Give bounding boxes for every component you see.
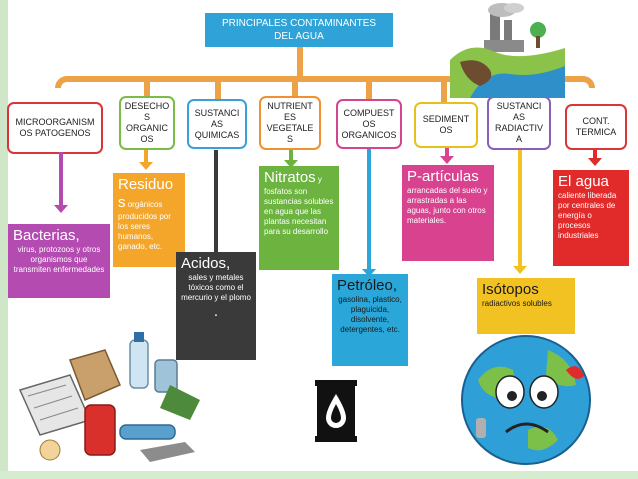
- desc-text: virus, protozoos y otros organismos que …: [13, 245, 105, 274]
- desc-heading: El agua: [558, 173, 609, 190]
- category-label-line: ES: [283, 112, 296, 122]
- category-label-line: AS: [210, 118, 223, 129]
- arrow-down-icon: [440, 148, 454, 164]
- desc-heading-continuation: s: [118, 194, 126, 211]
- oil-barrel-icon: [315, 380, 357, 442]
- category-label-line: OS: [140, 134, 154, 144]
- arrow-down-icon: [284, 150, 298, 168]
- category-label-line: OS: [439, 125, 453, 135]
- arrow-down-icon: [139, 150, 153, 170]
- connector-stub: [292, 82, 298, 96]
- category-label-line: ORGANICOS: [341, 129, 397, 140]
- category-label-line: COMPUEST: [343, 107, 395, 118]
- title-line-1: PRINCIPALES CONTAMINANTES: [221, 18, 377, 29]
- category-label-line: OS: [362, 118, 376, 129]
- desc-agua: El agua caliente liberada por centrales …: [553, 170, 629, 266]
- polluted-coast-illustration: [450, 0, 565, 98]
- desc-isotopos: Isótopos radiactivos solubles: [477, 278, 575, 334]
- diagram-title: PRINCIPALES CONTAMINANTES DEL AGUA: [205, 13, 393, 47]
- category-label-line: QUIMICAS: [194, 129, 240, 140]
- desc-acidos: Acidos, sales y metales tóxicos como el …: [176, 252, 256, 360]
- category-label-line: A: [515, 134, 522, 144]
- desc-text: fosfatos son sustancias solubles en agua…: [264, 187, 334, 236]
- desc-text: radiactivos solubles: [482, 299, 552, 308]
- connector-trunk: [297, 47, 303, 79]
- category-label-line: S: [143, 112, 150, 122]
- category-contaminacion-termica: CONT. TERMICA: [565, 104, 627, 150]
- desc-nitratos: Nitratos y fosfatos son sustancias solub…: [259, 166, 339, 270]
- desc-text: gasolina, plastico, plaguicida, disolven…: [338, 295, 402, 334]
- category-desechos-organicos: DESECHO S ORGANIC OS: [119, 96, 175, 150]
- desc-text: orgánicos producidos por los seres human…: [118, 200, 171, 251]
- sad-earth-illustration: [461, 335, 591, 465]
- garbage-pile-illustration: [18, 332, 200, 462]
- category-label-line: S: [286, 134, 293, 144]
- desc-residuos: Residuo s orgánicos producidos por los s…: [113, 173, 185, 267]
- category-label-line: AS: [512, 112, 525, 122]
- connector-stub: [215, 82, 221, 100]
- desc-period: .: [213, 303, 219, 320]
- category-label-line: TERMICA: [575, 127, 617, 137]
- connector-stub: [144, 82, 150, 98]
- arrow-down-icon: [513, 150, 527, 274]
- category-label-line: RADIACTIV: [494, 123, 543, 133]
- desc-text: caliente liberada por centrales de energ…: [558, 191, 617, 240]
- desc-heading: Isótopos: [482, 281, 539, 298]
- connector-stub: [366, 82, 372, 100]
- connector-bracket: [55, 76, 595, 88]
- category-microorganismos: MICROORGANISM OS PATOGENOS: [7, 102, 103, 154]
- desc-heading: Bacterias,: [13, 227, 80, 244]
- desc-heading: Nitratos: [264, 169, 316, 186]
- category-compuestos-organicos: COMPUEST OS ORGANICOS: [336, 99, 402, 149]
- category-sustancias-quimicas: SUSTANCI AS QUIMICAS: [187, 99, 247, 149]
- category-nutrientes-vegetales: NUTRIENT ES VEGETALE S: [259, 96, 321, 150]
- arrow-down-icon: [209, 150, 223, 260]
- category-label-line: VEGETALE: [266, 123, 314, 133]
- arrow-down-icon: [362, 149, 376, 277]
- desc-heading: Petróleo,: [337, 277, 398, 294]
- category-label-line: SEDIMENT: [422, 114, 470, 124]
- desc-particulas: P-artículas arrancadas del suelo y arras…: [402, 165, 494, 261]
- desc-heading: P-artículas: [407, 168, 479, 185]
- desc-text: arrancadas del suelo y arrastradas a las…: [407, 186, 488, 225]
- desc-heading: Acidos,: [181, 255, 231, 272]
- desc-text: sales y metales tóxicos como el mercurio…: [181, 273, 251, 302]
- category-label-line: ORGANIC: [125, 123, 168, 133]
- decorative-border-bottom: [0, 471, 638, 479]
- category-label-line: MICROORGANISM: [15, 117, 95, 127]
- category-label-line: SUSTANCI: [496, 101, 542, 111]
- desc-heading: Residuo: [118, 176, 174, 193]
- category-label-line: NUTRIENT: [267, 101, 313, 111]
- category-label-line: DESECHO: [124, 101, 170, 111]
- decorative-border-left: [0, 0, 8, 479]
- category-sedimentos: SEDIMENT OS: [414, 102, 478, 148]
- category-sustancias-radiactivas: SUSTANCI AS RADIACTIV A: [487, 96, 551, 150]
- category-label-line: SUSTANCI: [194, 107, 240, 118]
- desc-bacterias: Bacterias, virus, protozoos y otros orga…: [8, 224, 110, 298]
- category-label-line: OS PATOGENOS: [19, 128, 91, 138]
- category-label-line: CONT.: [582, 116, 610, 126]
- connector-stub: [441, 82, 447, 102]
- arrow-down-icon: [588, 150, 602, 166]
- desc-petroleo: Petróleo, gasolina, plastico, plaguicida…: [332, 274, 408, 366]
- arrow-down-icon: [54, 152, 68, 213]
- title-line-2: DEL AGUA: [274, 31, 324, 42]
- desc-heading-tail: y: [317, 175, 322, 184]
